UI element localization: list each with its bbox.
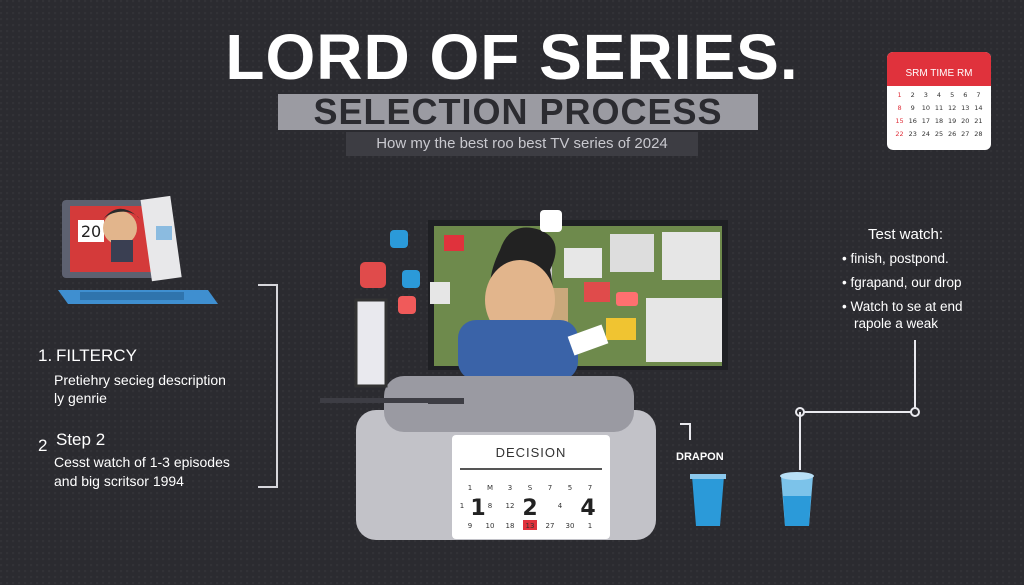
decision-weekdays: 1 M 3 S 7 5 7 1 8 12 4 9 10 18 13 27 30 …: [460, 484, 592, 530]
calendar-ring: [903, 52, 910, 60]
calendar-day: 24: [921, 130, 930, 138]
calendar-ring: [967, 52, 974, 60]
calendar-day: 23: [908, 130, 917, 138]
test-watch-item: • finish, postpond.: [842, 251, 949, 266]
step-2-number: 2: [38, 436, 48, 455]
water-cup-icon: [780, 472, 814, 526]
day: 8: [488, 502, 492, 510]
flow-connector: [680, 340, 920, 470]
app-icon: [390, 230, 408, 248]
calendar-day: 3: [923, 91, 928, 99]
test-watch-item: • Watch to se at end: [842, 299, 963, 314]
calendar-day: 15: [895, 117, 904, 125]
calendar-day: 26: [947, 130, 957, 138]
weekday: M: [487, 484, 493, 492]
calendar-day: 5: [950, 91, 955, 99]
calendar-day: 17: [921, 117, 930, 125]
weekday: 5: [568, 484, 572, 492]
step-1-desc-line1: Pretiehry secieg description: [54, 372, 226, 388]
computer-illustration: 20: [58, 195, 218, 304]
weekday: 1: [468, 484, 472, 492]
big-day: 1: [470, 496, 485, 521]
test-watch-title: Test watch:: [868, 226, 944, 243]
steps-bracket: [258, 284, 278, 488]
decision-divider: [460, 468, 602, 470]
decision-highlight-days: 1 2 4: [470, 496, 595, 521]
weekday: 7: [548, 484, 552, 492]
decision-calendar: DECISION 1 M 3 S 7 5 7 1 8 12 4 9 10 18 …: [452, 435, 610, 539]
calendar-day: 12: [947, 104, 957, 112]
calendar-day: 27: [961, 130, 970, 138]
weekday: S: [528, 484, 533, 492]
decision-grid: 1 M 3 S 7 5 7 1 8 12 4 9 10 18 13 27 30 …: [460, 484, 596, 530]
main-title: LORD OF SERIES.: [225, 21, 799, 93]
user-icon: [398, 296, 416, 314]
day: 13: [526, 522, 535, 530]
screen-number: 20: [81, 222, 101, 241]
calendar-day: 25: [934, 130, 944, 138]
calendar-day: 22: [895, 130, 904, 138]
calendar-day: 1: [897, 91, 902, 99]
test-watch-item-text: Watch to se at end: [850, 299, 963, 314]
day: 10: [486, 522, 495, 530]
calendar-day: 28: [974, 130, 983, 138]
calendar-day: 11: [934, 104, 944, 112]
day: 9: [468, 522, 472, 530]
tagline: How my the best roo best TV series of 20…: [346, 132, 698, 156]
step-1-desc-line2: ly genrie: [54, 390, 107, 406]
calendar-day: 7: [976, 91, 981, 99]
twitter-icon: [402, 270, 420, 288]
step-2-desc-line1: Cesst watch of 1-3 episodes: [54, 454, 230, 470]
calendar-day: 4: [936, 91, 942, 99]
day: 4: [558, 502, 563, 510]
calendar-day: 9: [910, 104, 915, 112]
subtitle-banner: SELECTION PROCESS: [278, 94, 758, 130]
weekday: 7: [588, 484, 592, 492]
day: 30: [566, 522, 575, 530]
day: 12: [506, 502, 515, 510]
day: 18: [506, 522, 515, 530]
test-watch-item: • fgrapand, our drop: [842, 275, 962, 290]
test-watch-item-line2: rapole a weak: [854, 316, 939, 331]
calendar-icon: [444, 235, 464, 251]
test-watch-item-text: fgrapand, our drop: [850, 275, 962, 290]
calendar-day: 6: [963, 91, 968, 99]
profile-icon: [360, 262, 386, 288]
step-2-label: Step 2: [56, 430, 106, 449]
step-2-desc-line2: and big scritsor 1994: [54, 473, 184, 489]
calendar-day: 19: [947, 117, 957, 125]
empty-cup-icon: [690, 474, 726, 526]
calendar-day: 20: [961, 117, 970, 125]
day: 1: [588, 522, 592, 530]
calendar-day: 13: [961, 104, 970, 112]
step-1-number: 1.: [38, 346, 53, 365]
decision-title: DECISION: [495, 445, 567, 460]
calendar-day: 14: [974, 104, 983, 112]
day: 27: [546, 522, 555, 530]
calendar-day: 8: [897, 104, 902, 112]
calendar-day: 2: [910, 91, 915, 99]
drapon-label: DRAPON: [676, 451, 724, 463]
calendar-day: 10: [921, 104, 930, 112]
big-day: 4: [580, 496, 595, 521]
test-watch-item-text: finish, postpond.: [850, 251, 949, 266]
calendar-day: 16: [908, 117, 917, 125]
bar-chart-icon: [540, 210, 562, 232]
calendar-day: 21: [974, 117, 983, 125]
calendar-day: 18: [934, 117, 944, 125]
weekday: 3: [508, 484, 512, 492]
step-1-label: FILTERCY: [56, 346, 137, 365]
chat-icon: [616, 292, 638, 306]
big-day: 2: [522, 496, 537, 521]
day: 1: [460, 502, 464, 510]
